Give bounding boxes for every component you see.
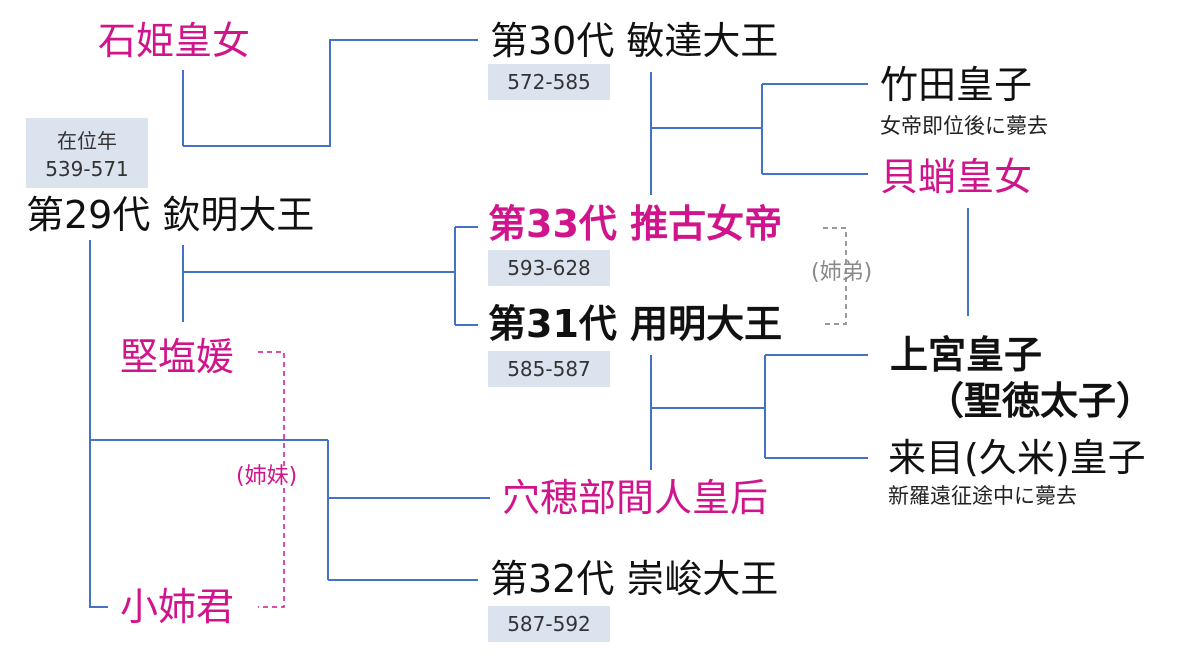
reign-years-suiko: 593-628 xyxy=(488,250,610,286)
reign-years-kinmei-box: 在位年 539-571 xyxy=(26,118,148,188)
node-sushun: 第32代 崇峻大王 xyxy=(490,557,779,601)
note-takeda: 女帝即位後に薨去 xyxy=(880,114,1048,138)
reign-years-kinmei: 539-571 xyxy=(45,157,129,181)
reign-years-sushun: 587-592 xyxy=(488,606,610,642)
reign-years-bidatsu: 572-585 xyxy=(488,64,610,100)
reign-years-yomei: 585-587 xyxy=(488,351,610,387)
node-suiko: 第33代 推古女帝 xyxy=(488,202,783,246)
dashed-bracket-suiko-yomei xyxy=(823,227,847,325)
node-kinmei: 第29代 欽明大王 xyxy=(26,193,315,237)
node-yomei: 第31代 用明大王 xyxy=(488,302,783,346)
label-siblings-sisters: (姉妹) xyxy=(236,464,298,489)
node-oane: 小姉君 xyxy=(120,585,235,629)
line-kinmei-to-oane xyxy=(89,240,108,608)
label-siblings-suiko-yomei: (姉弟) xyxy=(811,260,873,285)
node-bidatsu: 第30代 敏達大王 xyxy=(490,19,779,63)
reign-years-label: 在位年 xyxy=(57,129,117,153)
node-anahobe: 穴穂部間人皇后 xyxy=(502,476,769,520)
node-kitashihime: 堅塩媛 xyxy=(120,335,235,379)
node-kume: 来目(久米)皇子 xyxy=(888,436,1146,480)
node-umayado: 上宮皇子 xyxy=(890,333,1043,377)
line-kinmei-ishihime-marriage xyxy=(183,39,478,147)
node-takeda: 竹田皇子 xyxy=(880,63,1033,107)
note-kume: 新羅遠征途中に薨去 xyxy=(888,484,1077,508)
node-ishihime: 石姫皇女 xyxy=(98,19,251,63)
node-kaitako: 貝蛸皇女 xyxy=(880,155,1033,199)
node-shotoku: （聖徳太子） xyxy=(926,379,1155,423)
